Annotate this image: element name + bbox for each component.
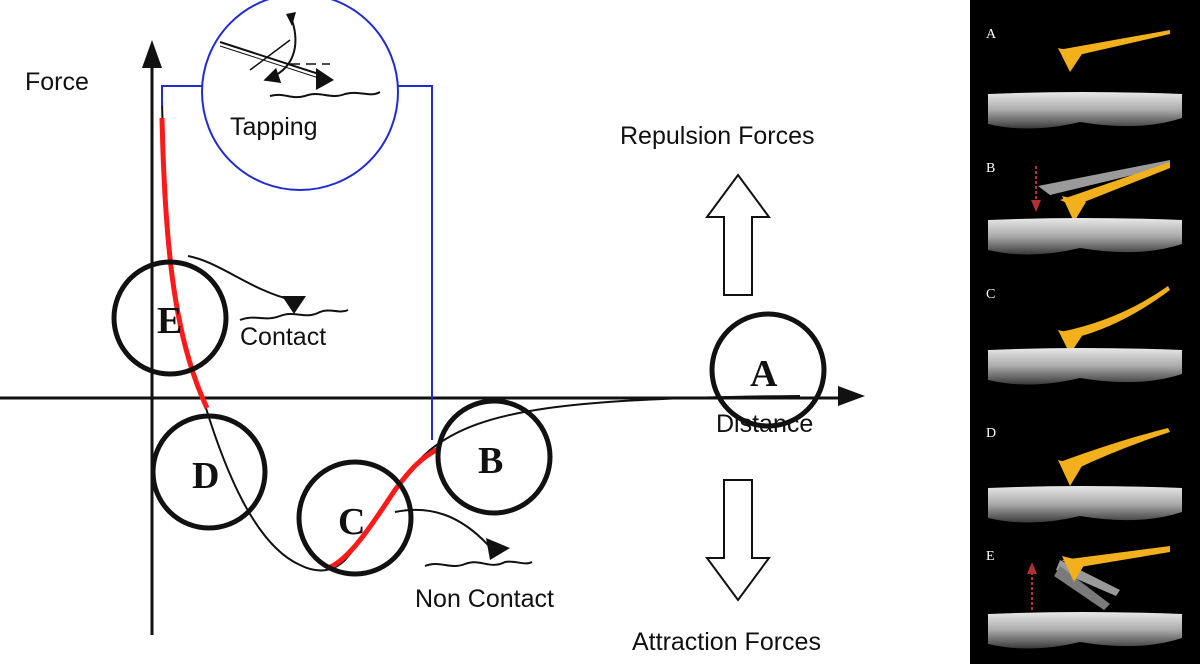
y-axis-label: Force [25,68,89,96]
contact-inset-icon [187,255,349,321]
x-axis-arrow-icon [838,386,865,406]
region-circle-a [709,311,827,429]
stage-e-letter: E [986,549,995,564]
surface-icon [988,348,1182,385]
region-circle-c [296,459,414,577]
region-label-a: A [750,353,778,395]
region-label-d: D [192,455,219,497]
tapping-bracket-right [396,85,433,440]
non-contact-region-highlight [326,445,442,571]
tapping-label: Tapping [230,113,318,141]
repulsion-arrow-icon [705,173,771,296]
y-axis-arrow-icon [142,40,162,68]
tapping-inset-icon [219,12,381,99]
non-contact-inset-icon [394,508,533,567]
stage-b-letter: B [986,161,995,176]
stage-d: D [986,426,1182,523]
tapping-circle [201,0,399,191]
contact-label: Contact [240,323,326,351]
stage-a: A [986,27,1182,129]
non-contact-label: Non Contact [415,585,554,613]
region-circle-b [435,398,553,516]
region-circle-d [150,413,268,531]
cantilever-stages-panel: A B C D E [970,0,1200,664]
tapping-bracket [161,85,205,106]
stage-c: C [986,286,1182,385]
cantilever-icon [1060,286,1170,338]
region-label-b: B [478,440,503,482]
cantilever-icon [1058,30,1170,56]
region-label-e: E [157,300,182,342]
attraction-label: Attraction Forces [632,628,821,656]
attraction-arrow-icon [705,479,771,602]
surface-icon [988,486,1182,523]
force-distance-diagram: Force Distance Tapping Contact Non Conta… [0,0,865,656]
repulsion-label: Repulsion Forces [620,122,815,150]
surface-icon [988,218,1182,255]
tip-icon [1058,460,1082,486]
stage-e: E [986,546,1182,649]
stage-a-letter: A [986,27,997,42]
cantilever-icon [1060,428,1170,470]
surface-icon [988,92,1182,129]
region-label-c: C [338,501,365,543]
region-circle-e [111,259,229,377]
tip-icon [1058,330,1082,354]
stage-d-letter: D [986,426,996,441]
tip-icon [1058,48,1082,72]
stage-b: B [986,160,1182,255]
surface-icon [988,612,1182,649]
stage-c-letter: C [986,287,995,302]
contact-region-highlight [159,117,210,410]
